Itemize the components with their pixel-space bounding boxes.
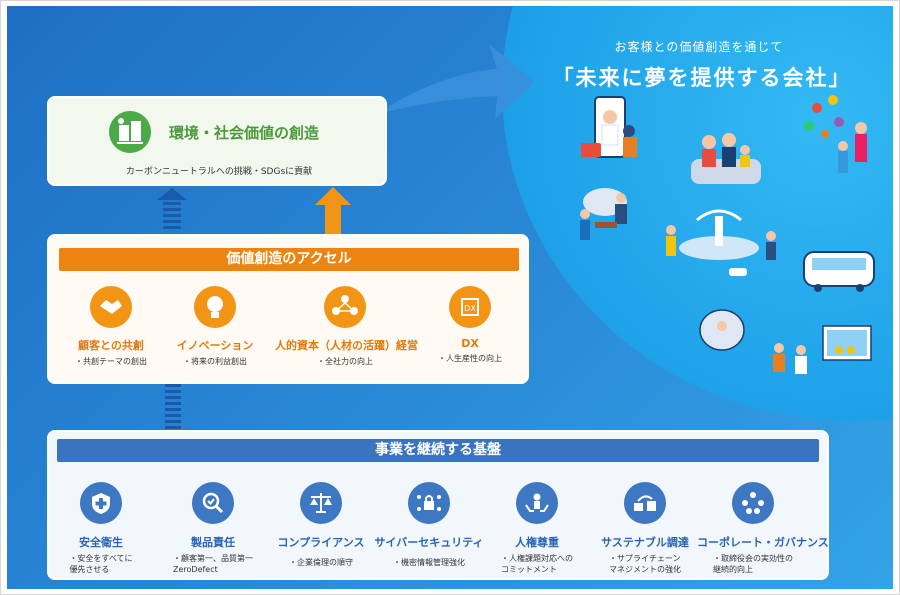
governance-icon [732,482,774,524]
accelerator-header: 価値創造のアクセル [59,248,519,271]
accelerator-item: 顧客との共創 ・共創テーマの創出 [41,286,181,367]
cafe-people-illustration [580,188,627,240]
foundation-item: コーポレート・ガバナンス ・取締役会の実効性の継続的向上 [697,482,829,576]
accelerator-desc: ・将来の利益創出 [183,357,247,366]
accelerator-desc: ・全社力の向上 [317,357,373,366]
foundation-desc: ・企業倫理の順守 [289,558,353,567]
foundation-desc: ・サプライチェーンマネジメントの強化 [609,554,681,574]
foundation-label: 人権尊重 [515,536,559,549]
foundation-desc: ・機密情報管理強化 [393,558,465,567]
svg-text:DX: DX [464,304,476,313]
scales-icon [300,482,342,524]
foundation-item: コンプライアンス ・企業倫理の順守 [265,482,377,569]
foundation-item: 人権尊重 ・人権課題対応へのコミットメント [481,482,593,576]
orange-up-arrow-icon [315,187,351,235]
doctor-tablet-illustration [581,96,637,158]
diagram-background: お客様との価値創造を通じて 「未来に夢を提供する会社」 [7,6,893,589]
growth-arrow-icon [377,44,535,119]
foundation-item: サイバーセキュリティ ・機密情報管理強化 [373,482,485,569]
foundation-desc: ・安全をすべてに優先させる [69,554,133,574]
foundation-label: コーポレート・ガバナンス [697,536,829,549]
handshake-icon [90,286,132,328]
foundation-desc: ・取締役会の実効性の継続的向上 [713,554,793,574]
foundation-label: サイバーセキュリティ [374,536,484,549]
environment-title: 環境・社会価値の創造 [169,124,320,142]
autonomous-bus-illustration [803,251,875,292]
blue-dashed-connector [165,384,181,429]
accelerator-desc: ・人生産性の向上 [438,354,502,363]
accelerator-label: イノベーション [176,339,254,352]
environment-value-box: 環境・社会価値の創造 カーボンニュートラルへの挑戦・SDGsに貢献 [47,96,387,186]
dx-chip-icon: DX [449,286,491,328]
mobility-pod-illustration [699,309,745,351]
diverse-people-illustration [804,95,867,173]
accelerator-item: DX DX ・人生産性の向上 [400,286,540,364]
foundation-label: 安全衛生 [79,536,123,549]
vr-experience-illustration [773,325,872,374]
accelerator-desc: ・共創テーマの創出 [75,357,147,366]
accelerator-label: DX [461,337,479,350]
accelerator-label: 顧客との共創 [78,339,144,352]
people-network-icon [324,286,366,328]
fountain-park-illustration [666,209,776,276]
lightbulb-icon [194,286,236,328]
people-care-icon [516,482,558,524]
cyber-lock-icon [408,482,450,524]
business-foundation-box: 事業を継続する基盤 安全衛生 ・安全をすべてに優先させる 製品責任 ・顧客第一、… [47,430,829,580]
vision-subtitle: お客様との価値創造を通じて [614,40,784,54]
quality-check-icon [192,482,234,524]
foundation-item: サステナブル調達 ・サプライチェーンマネジメントの強化 [589,482,701,576]
blue-up-arrow-icon [157,188,187,229]
supply-chain-icon [624,482,666,524]
foundation-label: サステナブル調達 [601,536,689,549]
family-sofa-illustration [691,133,761,184]
accelerator-item: 人的資本（人材の活躍）経営 ・全社力の向上 [275,286,418,367]
foundation-header: 事業を継続する基盤 [57,439,819,462]
foundation-item: 安全衛生 ・安全をすべてに優先させる [45,482,157,576]
accelerator-item: イノベーション ・将来の利益創出 [145,286,285,367]
vision-title: 「未来に夢を提供する会社」 [552,66,852,90]
health-shield-icon [80,482,122,524]
foundation-label: 製品責任 [191,536,235,549]
environment-subtitle: カーボンニュートラルへの挑戦・SDGsに貢献 [125,167,313,177]
eco-building-icon [109,111,151,153]
accelerator-label: 人的資本（人材の活躍）経営 [275,339,418,352]
foundation-label: コンプライアンス [277,536,365,549]
foundation-desc: ・人権課題対応へのコミットメント [501,554,573,574]
value-creation-accelerator-box: 価値創造のアクセル 顧客との共創 ・共創テーマの創出 イノベーション ・将来の利… [47,234,529,384]
